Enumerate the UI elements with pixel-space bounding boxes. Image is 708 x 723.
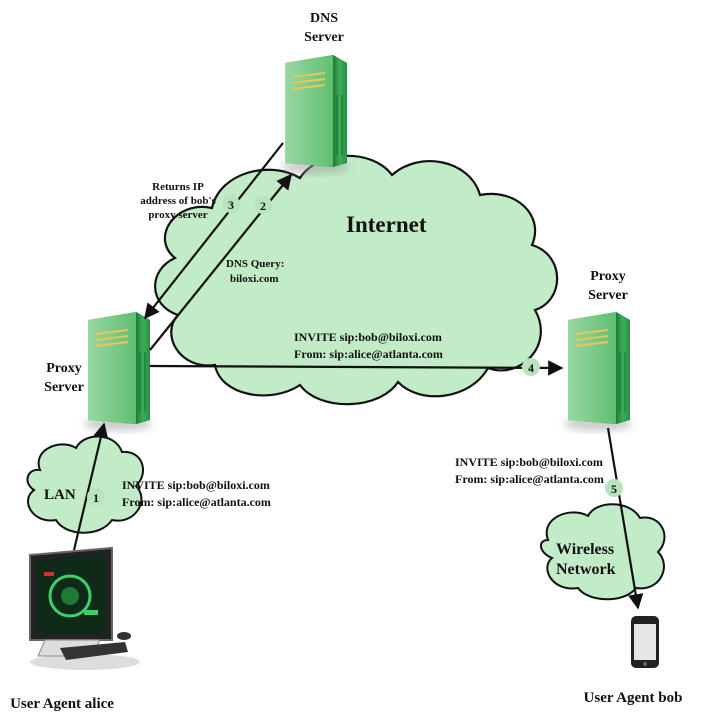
dns-query-annotation: DNS Query: biloxi.com bbox=[226, 258, 284, 285]
returns-ip-line2: address of bob's bbox=[140, 195, 216, 207]
step-5-number: 5 bbox=[611, 482, 617, 496]
dns-server-icon bbox=[281, 55, 349, 174]
invite-wireless-line1: INVITE sip:bob@biloxi.com bbox=[455, 455, 603, 469]
returns-ip-line3: proxy server bbox=[148, 209, 207, 221]
step-2-number: 2 bbox=[260, 199, 266, 213]
step-badge-5: 5 bbox=[605, 479, 623, 497]
invite-lan-line2: From: sip:alice@atlanta.com bbox=[122, 495, 271, 509]
user-agent-bob-label: User Agent bob bbox=[584, 690, 683, 706]
step-badge-4: 4 bbox=[522, 358, 540, 376]
user-agent-alice-label: User Agent alice bbox=[10, 696, 114, 712]
dns-server-label-line1: DNS bbox=[310, 11, 338, 26]
computer-icon bbox=[29, 546, 140, 670]
step-1-number: 1 bbox=[93, 491, 99, 505]
proxy-right-label-line1: Proxy bbox=[590, 269, 626, 284]
dns-server-label-line2: Server bbox=[304, 30, 344, 45]
lan-cloud bbox=[26, 435, 144, 534]
invite-lan-line1: INVITE sip:bob@biloxi.com bbox=[122, 478, 270, 492]
invite-internet-annotation: INVITE sip:bob@biloxi.com From: sip:alic… bbox=[294, 330, 443, 361]
step-badge-3: 3 bbox=[222, 195, 240, 213]
returns-ip-line1: Returns IP bbox=[152, 181, 204, 193]
invite-internet-line1: INVITE sip:bob@biloxi.com bbox=[294, 330, 442, 344]
arrow-step-5 bbox=[606, 427, 644, 610]
step-badge-2: 2 bbox=[254, 196, 272, 214]
step-4-number: 4 bbox=[528, 361, 534, 375]
arrow-step-4 bbox=[149, 360, 564, 376]
proxy-server-left-icon bbox=[84, 312, 152, 431]
proxy-left-label-line2: Server bbox=[44, 380, 84, 395]
proxy-left-label-line1: Proxy bbox=[46, 361, 82, 376]
proxy-right-label-line2: Server bbox=[588, 288, 628, 303]
phone-icon bbox=[631, 616, 659, 668]
wireless-label-line2: Network bbox=[556, 561, 616, 578]
invite-wireless-annotation: INVITE sip:bob@biloxi.com From: sip:alic… bbox=[455, 455, 604, 486]
returns-ip-annotation: Returns IP address of bob's proxy server bbox=[140, 181, 216, 221]
dns-query-line2: biloxi.com bbox=[230, 273, 279, 285]
invite-wireless-line2: From: sip:alice@atlanta.com bbox=[455, 472, 604, 486]
step-3-number: 3 bbox=[228, 198, 234, 212]
arrow-step-3 bbox=[144, 142, 284, 320]
invite-internet-line2: From: sip:alice@atlanta.com bbox=[294, 347, 443, 361]
internet-label: Internet bbox=[346, 212, 427, 237]
lan-label: LAN bbox=[44, 487, 76, 503]
dns-query-line1: DNS Query: bbox=[226, 258, 284, 270]
arrow-step-1 bbox=[72, 422, 109, 551]
step-badge-1: 1 bbox=[87, 488, 105, 506]
wireless-label-line1: Wireless bbox=[556, 541, 614, 558]
proxy-server-right-icon bbox=[564, 312, 632, 431]
invite-lan-annotation: INVITE sip:bob@biloxi.com From: sip:alic… bbox=[122, 478, 271, 509]
